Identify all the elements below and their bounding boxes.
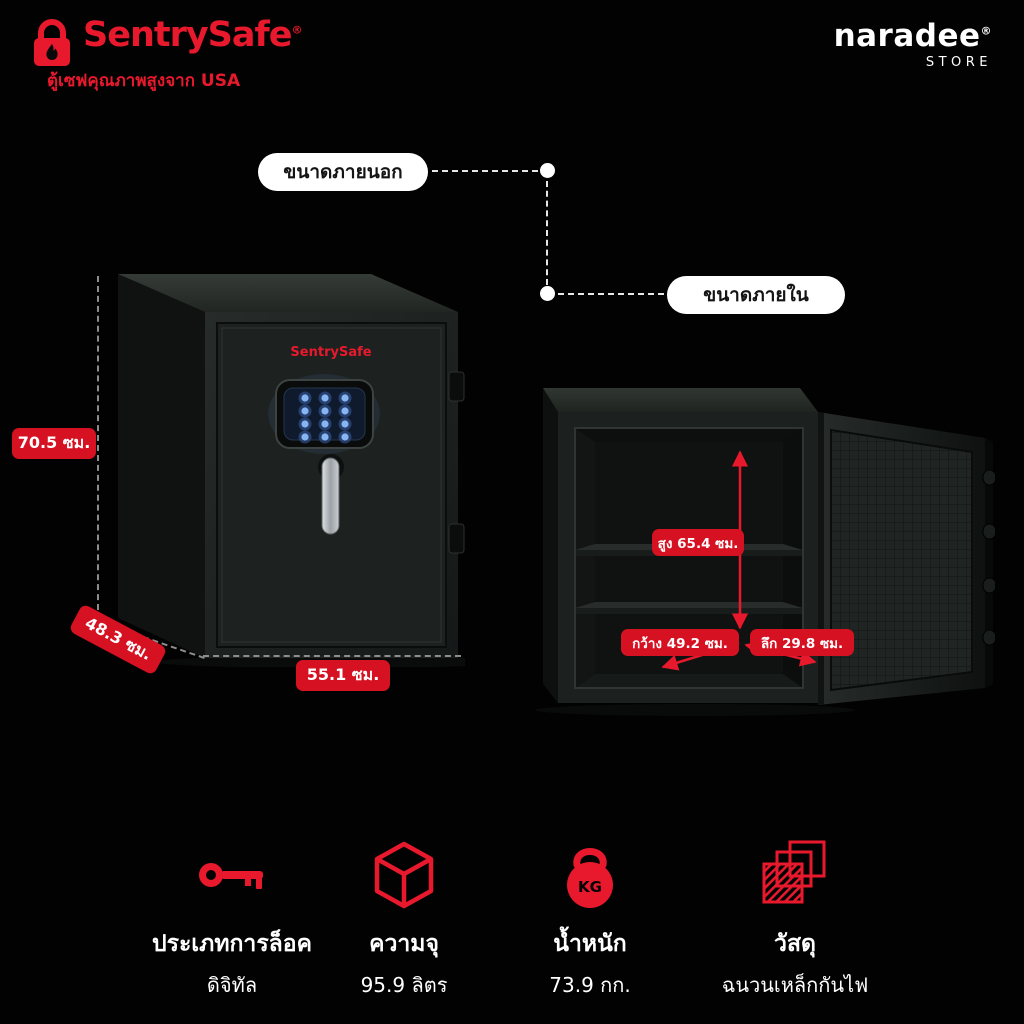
callout-connector-line [432,170,538,172]
closed-safe-image: SentrySafe [118,274,465,667]
feature-title: น้ำหนัก [553,931,627,957]
inner-dim-width: กว้าง 49.2 ซม. [621,629,739,656]
material-icon [762,840,826,904]
cube-icon [374,841,434,909]
feature-title: วัสดุ [774,931,816,957]
feature-weight: KG น้ำหนัก 73.9 กก. [465,836,715,1001]
feature-lock-type: ประเภทการล็อค ดิจิทัล [107,836,357,1001]
dim-line-height [97,276,99,620]
feature-title: ความจุ [369,931,439,957]
dim-line-width [203,655,461,657]
kg-label: KG [578,878,602,896]
feature-value: ฉนวนเหล็กกันไฟ [721,973,869,997]
store-sub: STORE [925,55,992,70]
feature-title: ประเภทการล็อค [152,931,312,957]
weight-icon: KG [567,848,613,908]
callout-external-size: ขนาดภายนอก [258,153,428,191]
feature-value: ดิจิทัล [206,973,258,997]
feature-value: 73.9 กก. [549,973,631,997]
open-safe-image [535,388,995,716]
feature-capacity: ความจุ 95.9 ลิตร [279,836,529,1001]
dim-pill-height: 70.5 ซม. [12,428,96,459]
sentrysafe-flame-lock-icon [34,19,70,66]
brand-logo: SentrySafe® [30,15,302,68]
connector-dot-bottom [540,286,555,301]
feature-material: วัสดุ ฉนวนเหล็กกันไฟ [670,836,920,1001]
inner-dim-height: สูง 65.4 ซม. [652,529,744,556]
store-logo: naradee® STORE [834,18,992,70]
brand-tagline: ตู้เซฟคุณภาพสูงจาก USA [47,71,241,91]
store-name: naradee® [833,18,992,54]
dim-pill-width: 55.1 ซม. [296,660,390,691]
brand-name: SentrySafe® [83,15,302,55]
feature-value: 95.9 ลิตร [360,973,448,997]
callout-internal-size: ขนาดภายใน [667,276,845,314]
key-icon [199,863,263,889]
door-brand-text: SentrySafe [290,345,371,360]
connector-dot-top [540,163,555,178]
callout-connector-line [546,181,548,285]
inner-dim-depth: ลึก 29.8 ซม. [750,629,854,656]
callout-connector-line [558,293,664,295]
